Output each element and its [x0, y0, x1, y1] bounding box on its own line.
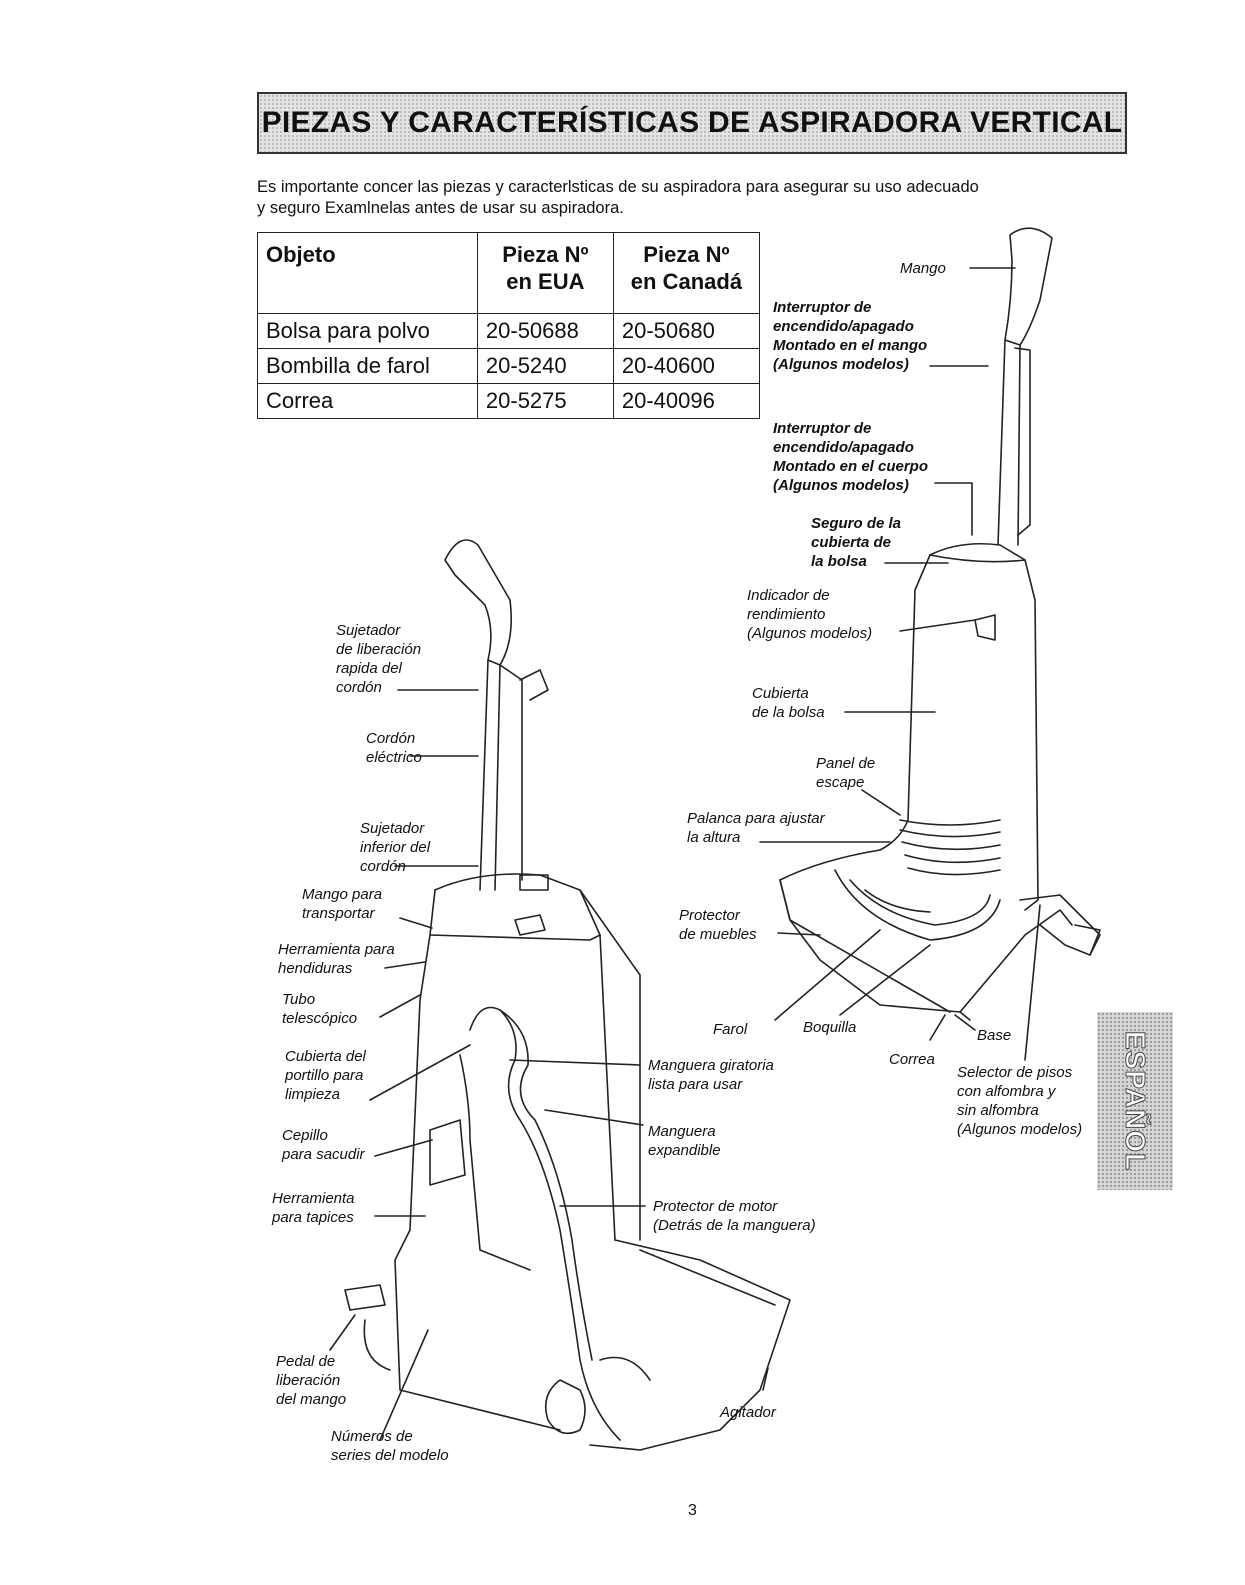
label-pedal-liberacion: Pedal de liberación del mango — [276, 1353, 347, 1408]
label-tubo-telescopico: Tubo telescópico — [282, 991, 358, 1027]
label-palanca-altura: Palanca para ajustar la altura — [687, 810, 825, 846]
table-cell: 20-40096 — [612, 383, 761, 419]
table-cell: 20-50688 — [476, 313, 614, 349]
table-header-canada: Pieza Nº en Canadá — [612, 232, 761, 314]
table-row: Bombilla de farol 20-5240 20-40600 — [257, 348, 761, 384]
label-cepillo-sacudir: Cepillo para sacudir — [282, 1127, 365, 1163]
table-cell: Correa — [257, 383, 478, 419]
label-interruptor-mango: Interruptor de encendido/apagado Montado… — [773, 299, 928, 373]
label-agitador: Agitador — [720, 1404, 776, 1421]
page-title: PIEZAS Y CARACTERÍSTICAS DE ASPIRADORA V… — [261, 106, 1123, 139]
label-manguera-expandible: Manguera expandible — [648, 1123, 721, 1159]
vacuum-front-view-drawing — [779, 227, 1101, 1021]
table-row: Bolsa para polvo 20-50688 20-50680 — [257, 313, 761, 349]
intro-paragraph: Es importante concer las piezas y caract… — [257, 177, 1137, 219]
label-protector-muebles: Protector de muebles — [679, 907, 757, 943]
intro-line-2: y seguro Examlnelas antes de usar su asp… — [257, 199, 624, 217]
leader-lines-right — [759, 267, 1041, 1061]
label-indicador-rendimiento: Indicador de rendimiento (Algunos modelo… — [747, 587, 873, 642]
table-cell: 20-40600 — [612, 348, 761, 384]
language-side-tab: ESPAÑOL — [1097, 1012, 1173, 1190]
label-protector-motor: Protector de motor (Detrás de la manguer… — [653, 1198, 816, 1234]
label-manguera-giratoria: Manguera giratoria lista para usar — [648, 1057, 774, 1093]
label-boquilla: Boquilla — [803, 1019, 857, 1036]
leader-lines-left — [329, 689, 769, 1441]
label-seguro-cubierta: Seguro de la cubierta de la bolsa — [811, 515, 902, 570]
page-number: 3 — [688, 1502, 697, 1519]
label-herramienta-hendiduras: Herramienta para hendiduras — [278, 941, 395, 977]
label-sujetador-inferior: Sujetador inferior del cordón — [360, 820, 431, 875]
language-tab-label: ESPAÑOL — [1120, 1030, 1152, 1172]
label-numeros-serie: Números de series del modelo — [331, 1428, 449, 1464]
table-header-row: Objeto Pieza Nº en EUA Pieza Nº en Canad… — [257, 232, 761, 314]
label-sujetador-rapida: Sujetador de liberación rapida del cordó… — [336, 622, 422, 696]
table-cell: 20-50680 — [612, 313, 761, 349]
label-cubierta-bolsa: Cubierta de la bolsa — [752, 685, 825, 721]
label-base: Base — [977, 1027, 1012, 1044]
label-farol: Farol — [713, 1021, 748, 1038]
label-correa: Correa — [889, 1051, 935, 1068]
table-cell: 20-5240 — [476, 348, 614, 384]
table-cell: Bolsa para polvo — [257, 313, 478, 349]
label-mango-transportar: Mango para transportar — [302, 886, 383, 922]
page-title-banner: PIEZAS Y CARACTERÍSTICAS DE ASPIRADORA V… — [257, 92, 1127, 154]
intro-line-1: Es importante concer las piezas y caract… — [257, 178, 979, 196]
label-cordon-electrico: Cordón eléctrico — [366, 730, 422, 766]
parts-table: Objeto Pieza Nº en EUA Pieza Nº en Canad… — [257, 232, 761, 419]
label-mango: Mango — [900, 260, 946, 277]
label-panel-escape: Panel de escape — [816, 755, 876, 791]
table-row: Correa 20-5275 20-40096 — [257, 383, 761, 419]
table-header-objeto: Objeto — [257, 232, 478, 314]
table-header-eua: Pieza Nº en EUA — [476, 232, 614, 314]
label-selector-pisos: Selector de pisos con alfombra y sin alf… — [957, 1064, 1083, 1138]
label-interruptor-cuerpo: Interruptor de encendido/apagado Montado… — [773, 420, 929, 494]
table-cell: 20-5275 — [476, 383, 614, 419]
label-herramienta-tapices: Herramienta para tapices — [272, 1190, 355, 1226]
table-cell: Bombilla de farol — [257, 348, 478, 384]
label-cubierta-portillo: Cubierta del portillo para limpieza — [285, 1048, 366, 1103]
vacuum-rear-view-drawing — [344, 539, 791, 1451]
